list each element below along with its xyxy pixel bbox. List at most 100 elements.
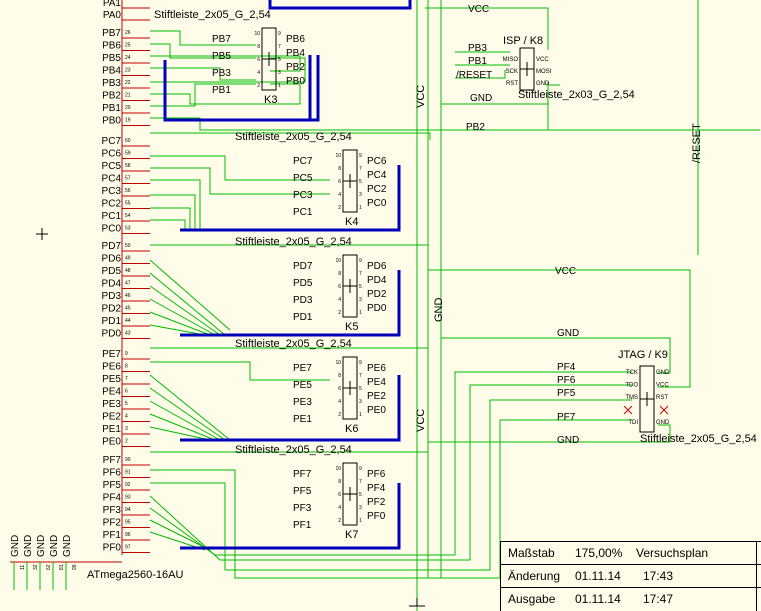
header-pin-number: 8 [338,479,341,485]
isp-pin-gnd: GND [536,81,550,87]
pin-PD3: PD3 [102,291,122,302]
header-left-label: PF1 [293,520,312,531]
pin-number: 9 [125,351,128,357]
pin-number: 2 [125,439,128,445]
pin-number: 22 [125,80,131,86]
header-pin-number: 3 [278,70,281,76]
pin-number: 7 [125,376,128,382]
pin-PC6: PC6 [102,149,122,160]
pin-number: 6 [125,389,128,395]
header-right-label: PE6 [367,363,386,374]
pin-PD6: PD6 [102,254,122,265]
reset-rail-label: /RESET [691,123,703,163]
header-right-label: PB6 [286,34,305,45]
pin-number: 44 [125,318,131,324]
pin-number: 55 [125,201,131,207]
header-left-label: PB7 [212,34,231,45]
header-right-label: PC6 [367,156,387,167]
pin-PF1: PF1 [103,530,122,541]
header-part: Stiftleiste_2x05_G_2,54 [154,9,271,21]
header-part: Stiftleiste_2x05_G_2,54 [235,131,352,143]
pin-number: 90 [125,457,131,463]
pin-PB7: PB7 [102,28,121,39]
header-pin-number: 3 [359,297,362,303]
header-pin-number: 4 [338,399,341,405]
chip-pin-numbers: 2625242322212019605958575655545350494847… [125,30,131,551]
header-left-label: PD5 [293,278,313,289]
pin-number: 50 [125,243,131,249]
header-pin-number: 3 [359,192,362,198]
header-right-label: PD2 [367,289,387,300]
pin-PC7: PC7 [102,136,122,147]
pin-number: 4 [125,414,128,420]
header-pin-number: 4 [338,297,341,303]
header-right-label: PC0 [367,198,387,209]
header-pin-number: 10 [335,466,341,472]
pin-PB5: PB5 [102,53,121,64]
pin-number: 57 [125,176,131,182]
title-row-change: Änderung 01.11.14 17:43 [500,564,761,588]
pin-PC3: PC3 [102,186,122,197]
pin-PE0: PE0 [102,437,121,448]
isp-part: Stiftleiste_2x03_G_2,54 [518,89,635,101]
gnd-pin-label: GND [10,535,21,557]
pin-number: 53 [125,226,131,232]
header-pin-number: 8 [338,166,341,172]
header-pin-number: 2 [338,205,341,211]
pin-number: 97 [125,545,131,551]
project-name: Versuchsplan [636,546,709,560]
net-gnd-2: GND [557,328,579,339]
pin-number: 21 [125,93,131,99]
pin-number: 96 [125,532,131,538]
pin-PB6: PB6 [102,41,121,52]
header-left-label: PE5 [293,380,312,391]
net-pf6: PF6 [557,375,576,386]
pin-PB4: PB4 [102,66,121,77]
header-right-label: PB4 [286,48,305,59]
issue-date: 01.11.14 [575,592,621,606]
pin-PE1: PE1 [102,424,121,435]
gnd-symbol-icon [409,598,425,607]
pin-number: 93 [125,495,131,501]
issue-label: Ausgabe [508,592,556,606]
pin-PF0: PF0 [103,543,122,554]
pin-PD1: PD1 [102,316,122,327]
pin-PF2: PF2 [103,518,122,529]
net-vcc-2: VCC [555,266,576,277]
header-right-label: PE4 [367,377,386,388]
header-right-label: PF4 [367,483,386,494]
signal-wires [149,7,760,579]
pin-number: 48 [125,268,131,274]
isp-pin-sck: SCK [506,69,518,75]
pin-PB3: PB3 [102,78,121,89]
header-ref: K7 [345,529,358,541]
header-pin-number: 1 [278,83,281,89]
pin-PF6: PF6 [103,468,122,479]
header-ref: K3 [264,94,277,106]
pin-PE6: PE6 [102,362,121,373]
vcc-rail-label-1: VCC [415,85,427,108]
header-pin-number: 5 [359,179,362,185]
header-pin-number: 4 [257,70,260,76]
change-label: Änderung [508,569,561,583]
header-left-label: PC3 [293,190,313,201]
pin-PD5: PD5 [102,266,122,277]
gnd-pin-label: GND [23,535,34,557]
header-pin-number: 9 [359,258,362,264]
header-part: Stiftleiste_2x05_G_2,54 [235,236,352,248]
pin-PF4: PF4 [103,493,122,504]
pin-PF5: PF5 [103,480,122,491]
change-date: 01.11.14 [575,569,621,583]
header-left-label: PB3 [212,68,231,79]
net-pb3: PB3 [468,43,487,54]
isp-header: ISP / K8 MISO SCK RST VCC MOSI GND Stift… [503,35,635,101]
header-pin-number: 6 [338,492,341,498]
header-pin-number: 8 [338,373,341,379]
bus-line [180,375,401,442]
